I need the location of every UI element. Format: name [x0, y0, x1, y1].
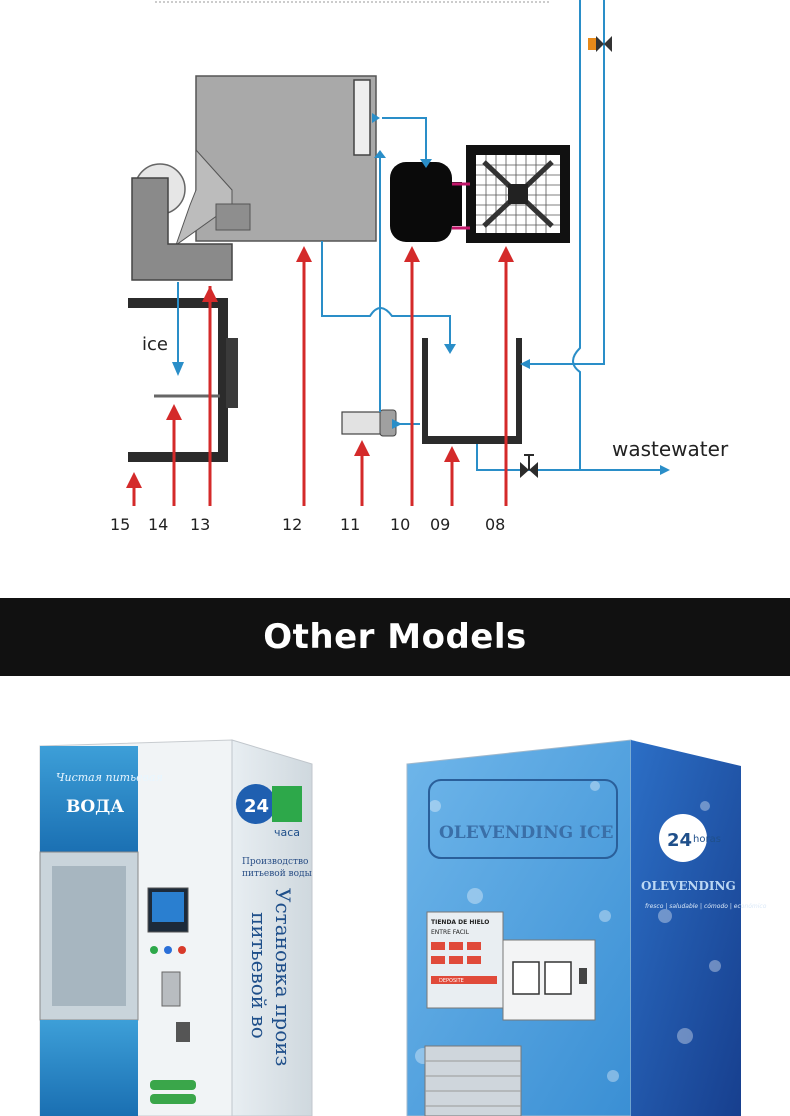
callout-arrowhead-14 [166, 404, 182, 420]
water-vending-machine: Чистая питьевая ВОДА 24 часа Производств… [39, 739, 313, 1116]
callout-arrowhead-10 [404, 246, 420, 262]
ice-vending-machine: OLEVENDING ICE 24 horas OLEVENDING fresc… [406, 739, 767, 1116]
models-photo-area: Чистая питьевая ВОДА 24 часа Производств… [0, 676, 790, 1116]
flow-diagram: ice wastewater 15 14 13 12 11 10 09 08 [110, 0, 729, 534]
inlet-valve-icon [588, 36, 612, 52]
ice-panel-title1: TIENDA DE HIELO [431, 919, 489, 926]
water-pipes [177, 0, 662, 471]
water-header-line1: Чистая питьевая [56, 771, 163, 784]
callout-number-09: 09 [430, 515, 450, 534]
cabinet-frame [128, 298, 228, 462]
callout-number-11: 11 [340, 515, 360, 534]
ice-bin [131, 177, 233, 281]
ice-badge-text: horas [693, 834, 721, 845]
ice-badge-number: 24 [667, 830, 692, 851]
water-subtitle-line2: питьевой воды [242, 869, 312, 879]
wastewater-label: wastewater [612, 437, 729, 461]
callout-number-12: 12 [282, 515, 302, 534]
callout-number-08: 08 [485, 515, 505, 534]
callout-number-10: 10 [390, 515, 410, 534]
ice-panel-footer: DEPOSITE [439, 978, 464, 984]
fan-icon [482, 160, 554, 228]
ice-side-text: OLEVENDING [641, 879, 736, 893]
water-vertical-line1: Установка произ [271, 888, 295, 1066]
callout-arrowhead-08 [498, 246, 514, 262]
cabinet-door [226, 338, 238, 408]
callout-arrowhead-11 [354, 440, 370, 456]
water-badge-text: часа [274, 826, 300, 839]
drain-valve-icon [520, 454, 538, 478]
ice-panel-title2: ENTRE FACIL [431, 929, 470, 936]
callout-number-14: 14 [148, 515, 168, 534]
evaporator-plate [353, 79, 371, 156]
banner-title: Other Models [263, 617, 527, 657]
compressor-side [448, 182, 462, 226]
water-vertical-line2: питьевой во [247, 912, 271, 1039]
water-pump [341, 411, 383, 435]
callout-arrowhead-09 [444, 446, 460, 462]
ice-tagline: fresco | saludable | cómodo | económico [645, 903, 767, 910]
compressor [390, 162, 452, 242]
water-subtitle-line1: Производство [242, 857, 308, 867]
ice-logo-text: OLEVENDING ICE [439, 823, 614, 843]
water-header-line2: ВОДА [66, 797, 124, 817]
water-badge-number: 24 [244, 796, 269, 817]
callout-group: 15 14 13 12 11 10 09 08 [110, 246, 514, 534]
callout-number-15: 15 [110, 515, 130, 534]
ice-label: ice [142, 334, 168, 355]
callout-number-13: 13 [190, 515, 210, 534]
callout-arrowhead-15 [126, 472, 142, 488]
section-banner: Other Models [0, 598, 790, 676]
ice-ramp [215, 203, 251, 231]
callout-arrowhead-12 [296, 246, 312, 262]
